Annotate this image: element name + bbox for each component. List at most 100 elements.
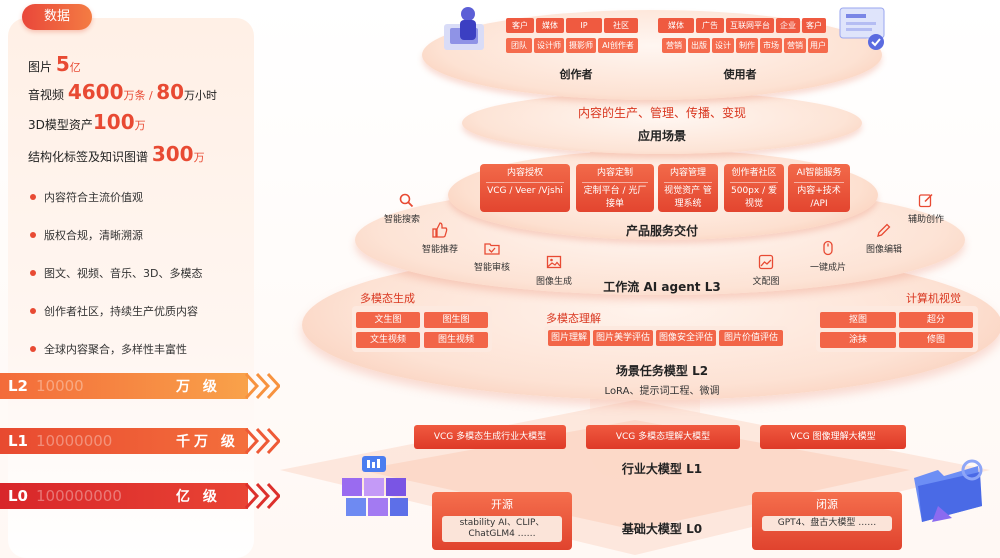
user-chip: 市场 [760,38,782,53]
level-code: L0 [8,487,28,505]
bullet-text: 创作者社区，持续生产优质内容 [44,305,198,318]
industry-model-box: VCG 多模态生成行业大模型 [414,425,566,449]
user-chip: 出版 [688,38,710,53]
service-card: 内容管理 视觉资产 管理系统 [658,164,718,212]
service-body: 定制平台 / 光厂接单 [583,186,647,209]
level-band-l2: L2 10000 万 级 [0,373,248,399]
service-body: VCG / Veer /Vjshi [487,186,563,196]
data-cubes-icon [342,456,408,516]
level-code: L2 [8,377,28,395]
level-label: 万 级 [176,379,221,395]
service-body: 500px / 爱视觉 [731,186,777,209]
mouse-icon [823,240,833,256]
stat-value: 5 [55,52,70,76]
scene-title: 应用场景 [637,129,686,143]
chevron-arrows-icon [244,373,280,399]
creator-chip: 团队 [506,38,532,53]
feature-label: 一键成片 [809,263,846,273]
bullet-item: 创作者社区，持续生产优质内容 [30,303,198,319]
stat-images: 图片 5亿 [28,52,81,76]
bullet-dot [30,308,36,314]
chevron-arrows-icon [244,428,280,454]
und-cell: 图片美学评估 [593,330,653,346]
cv-cell: 修图 [899,332,973,348]
open-source-title: 开源 [491,498,513,511]
stat-audio-video: 音视频 4600万条 / 80万小时 [28,80,217,104]
level-code: L1 [8,432,28,450]
service-head: 内容定制 [596,168,633,178]
gen-cell: 文生视频 [356,332,420,348]
stat-label: 图片 [28,60,56,74]
closed-source-box: 闭源 GPT4、盘古大模型 …… [752,492,902,550]
bullet-dot [30,270,36,276]
creator-chip: 设计师 [534,38,564,53]
gen-cell: 文生图 [356,312,420,328]
user-chip: 制作 [736,38,758,53]
pencil-icon [877,223,891,237]
chevron-arrows-icon [244,483,280,509]
stat-value: 300 [151,142,194,166]
closed-source-body: GPT4、盘古大模型 …… [762,516,892,531]
user-chip: 媒体 [658,18,694,33]
level-ghost-number: 10000 [36,377,84,395]
service-divider [664,182,712,183]
image-icon [546,255,562,269]
user-chip: 营销 [662,38,686,53]
creator-chip: AI创作者 [598,38,638,53]
industry-model-box: VCG 多模态理解大模型 [586,425,740,449]
stat-label: 音视频 [28,88,68,102]
bullet-text: 图文、视频、音乐、3D、多模态 [44,267,203,280]
stat-knowledge: 结构化标签及知识图谱 300万 [28,142,205,166]
user-chip: 客户 [802,18,826,33]
data-tag: 数据 [22,4,92,30]
user-chip: 设计 [712,38,734,53]
bullet-item: 全球内容聚合，多样性丰富性 [30,341,187,357]
bullet-item: 图文、视频、音乐、3D、多模态 [30,265,202,281]
user-chip: 用户 [808,38,828,53]
bullet-dot [30,232,36,238]
text-image-icon [758,254,774,270]
scene-subtitle: 内容的生产、管理、传播、变现 [577,106,746,120]
closed-source-title: 闭源 [816,498,838,511]
user-chip: 企业 [776,18,800,33]
cv-cell: 涂抹 [820,332,896,348]
und-cell: 图片理解 [548,330,590,346]
level-ghost-number: 100000000 [36,487,122,505]
stat-unit: 亿 [69,61,81,74]
feature-label: 智能搜索 [383,215,420,225]
feature-label: 辅助创作 [907,215,944,225]
service-head: 内容授权 [506,168,543,178]
scene-disc [462,92,862,154]
industry-model-box: VCG 图像理解大模型 [760,425,906,449]
user-screen-icon [839,7,885,50]
stat-unit: 万条 / [123,89,157,102]
stat-3d: 3D模型资产100万 [28,110,146,134]
user-chip: 广告 [696,18,724,33]
service-divider [486,182,564,183]
workflow-title: 工作流 AI agent L3 [603,280,721,294]
folder-3d-icon [914,459,983,522]
level-ghost-number: 10000000 [36,432,113,450]
bullet-text: 全球内容聚合，多样性丰富性 [44,343,187,356]
bullet-dot [30,194,36,200]
creator-chip: 客户 [506,18,534,33]
creator-chip: 媒体 [536,18,564,33]
gen-cell: 图生视频 [424,332,488,348]
gen-group-title: 多模态生成 [360,292,415,305]
level-band-l0: L0 100000000 亿 级 [0,483,248,509]
bullet-text: 版权合规，清晰溯源 [44,229,143,242]
feature-label: 智能审核 [473,263,510,273]
service-head: 内容管理 [669,168,706,178]
feature-label: 智能推荐 [421,245,458,255]
service-divider [582,182,648,183]
cv-cell: 抠图 [820,312,896,328]
service-card: 内容授权 VCG / Veer /Vjshi [480,164,570,212]
service-body: 内容+技术 /API [797,186,841,209]
bullet-text: 内容符合主流价值观 [44,191,143,204]
bullet-dot [30,346,36,352]
service-head: AI智能服务 [796,168,842,178]
service-divider [730,182,778,183]
feature-label: 图像生成 [535,277,572,287]
bullet-item: 内容符合主流价值观 [30,189,143,205]
